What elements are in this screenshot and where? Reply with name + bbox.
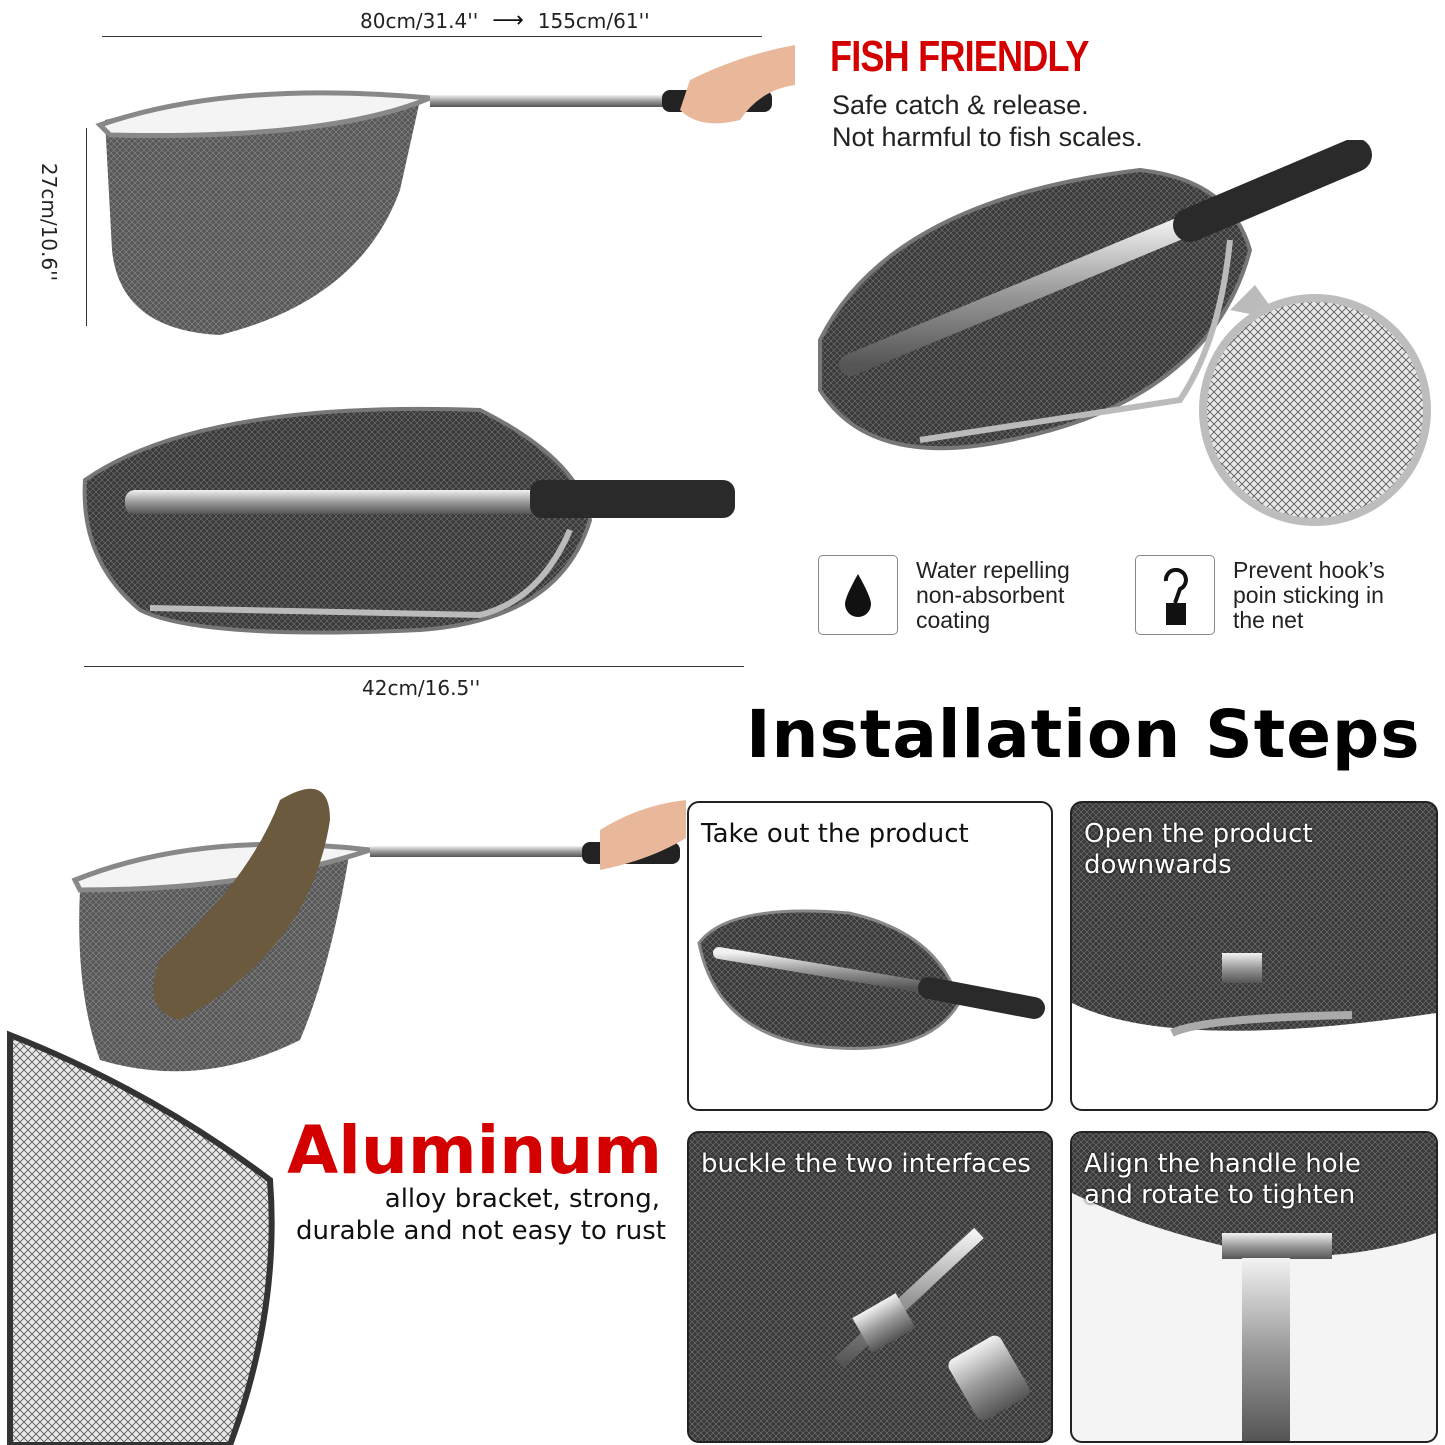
length-long: 155cm/61'' <box>537 8 650 33</box>
step-label: Align the handle hole and rotate to tigh… <box>1084 1149 1361 1210</box>
step-3-image <box>689 1133 1051 1441</box>
fish-friendly-line1: Safe catch & release. <box>832 90 1089 120</box>
fish-friendly-panel: FISH FRIENDLY Safe catch & release. Not … <box>810 0 1445 710</box>
step-1-image <box>697 909 1045 1050</box>
length-line <box>102 36 762 37</box>
arrow-right-icon: ⟶ <box>492 8 524 33</box>
length-short: 80cm/31.4'' <box>360 8 479 33</box>
width-label: 42cm/16.5'' <box>362 676 481 700</box>
length-label: 80cm/31.4'' ⟶ 155cm/61'' <box>360 8 650 33</box>
aluminum-panel: Aluminum alloy bracket, strong, durable … <box>0 710 686 1445</box>
landing-net-extended-image <box>82 45 795 635</box>
fish-friendly-title: FISH FRIENDLY <box>830 32 1089 81</box>
fishing-hook-icon <box>1135 555 1215 635</box>
fish-friendly-line2: Not harmful to fish scales. <box>832 122 1143 152</box>
installation-title: Installation Steps <box>746 696 1421 773</box>
height-line <box>86 128 87 326</box>
water-drop-icon <box>818 555 898 635</box>
feature-water-repelling: Water repelling non-absorbent coating <box>818 555 1070 635</box>
dimensions-panel: 80cm/31.4'' ⟶ 155cm/61'' 27cm/10.6'' 42c… <box>0 0 810 710</box>
step-2-image <box>1072 803 1436 1109</box>
aluminum-line2: durable and not easy to rust <box>295 1216 666 1246</box>
width-line <box>84 666 744 667</box>
feature-text: Prevent hook’s poin sticking in the net <box>1233 556 1385 633</box>
step-label: Take out the product <box>701 819 969 849</box>
step-4-card: Align the handle hole and rotate to tigh… <box>1070 1131 1438 1443</box>
feature-text: Water repelling non-absorbent coating <box>916 556 1070 633</box>
aluminum-line1: alloy bracket, strong, <box>384 1184 660 1214</box>
step-1-card: Take out the product <box>687 801 1053 1111</box>
step-label: Open the product downwards <box>1084 819 1313 880</box>
folded-net-image <box>818 140 1431 526</box>
step-4-image <box>1072 1133 1436 1441</box>
step-2-card: Open the product downwards <box>1070 801 1438 1111</box>
mesh-closeup <box>1199 294 1431 526</box>
aluminum-title: Aluminum <box>287 1112 662 1189</box>
step-label: buckle the two interfaces <box>701 1149 1031 1179</box>
net-with-fish-image <box>7 788 686 1445</box>
step-3-card: buckle the two interfaces <box>687 1131 1053 1443</box>
feature-hook-prevention: Prevent hook’s poin sticking in the net <box>1135 555 1385 635</box>
